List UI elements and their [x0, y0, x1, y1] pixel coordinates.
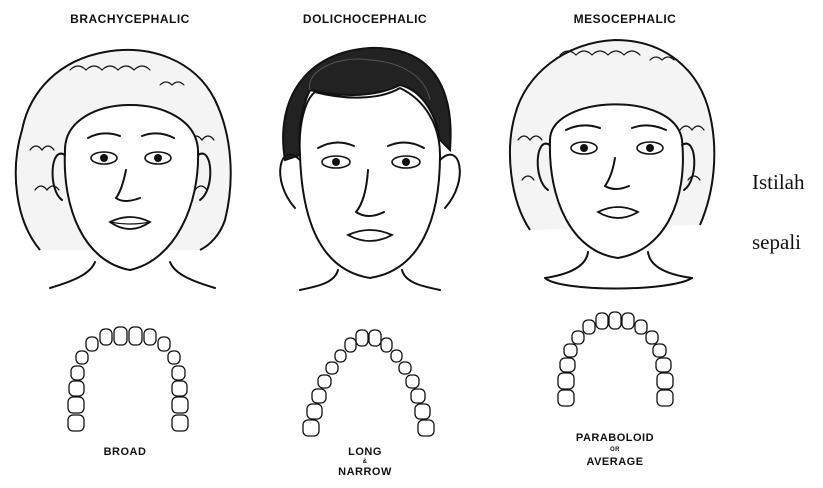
arch-teeth-paraboloid [558, 312, 673, 406]
arch-label-connector: OR [495, 447, 735, 454]
panel-dolichocephalic: DOLICHOCEPHALIC [250, 0, 490, 488]
side-text-line1: Istilah [752, 170, 805, 195]
title-brachycephalic: BRACHYCEPHALIC [10, 12, 250, 26]
arch-teeth-broad [68, 327, 188, 431]
arch-label-line2: NARROW [245, 466, 485, 479]
arch-long-narrow-illustration [298, 326, 438, 446]
face-dolichocephalic-illustration [250, 30, 490, 290]
arch-label-long-narrow: LONG & NARROW [245, 446, 485, 478]
title-mesocephalic: MESOCEPHALIC [505, 12, 745, 26]
arch-label-line1: PARABOLOID [495, 432, 735, 445]
arch-paraboloid-illustration [550, 310, 690, 430]
face-brachycephalic-illustration [10, 30, 250, 290]
panel-brachycephalic: BRACHYCEPHALIC [0, 0, 240, 488]
arch-label-connector: & [245, 459, 485, 466]
panel-mesocephalic: MESOCEPHALIC [495, 0, 735, 488]
arch-label-line2: AVERAGE [495, 456, 735, 469]
arch-label-line1: LONG [245, 446, 485, 459]
arch-label-line1: BROAD [104, 446, 147, 458]
arch-label-broad: BROAD [5, 446, 245, 459]
face-mesocephalic-illustration [500, 30, 740, 290]
title-dolichocephalic: DOLICHOCEPHALIC [245, 12, 485, 26]
side-text-line2: sepali [752, 230, 801, 255]
arch-teeth-long-narrow [303, 330, 434, 436]
arch-label-paraboloid: PARABOLOID OR AVERAGE [495, 432, 735, 468]
arch-broad-illustration [60, 325, 200, 445]
